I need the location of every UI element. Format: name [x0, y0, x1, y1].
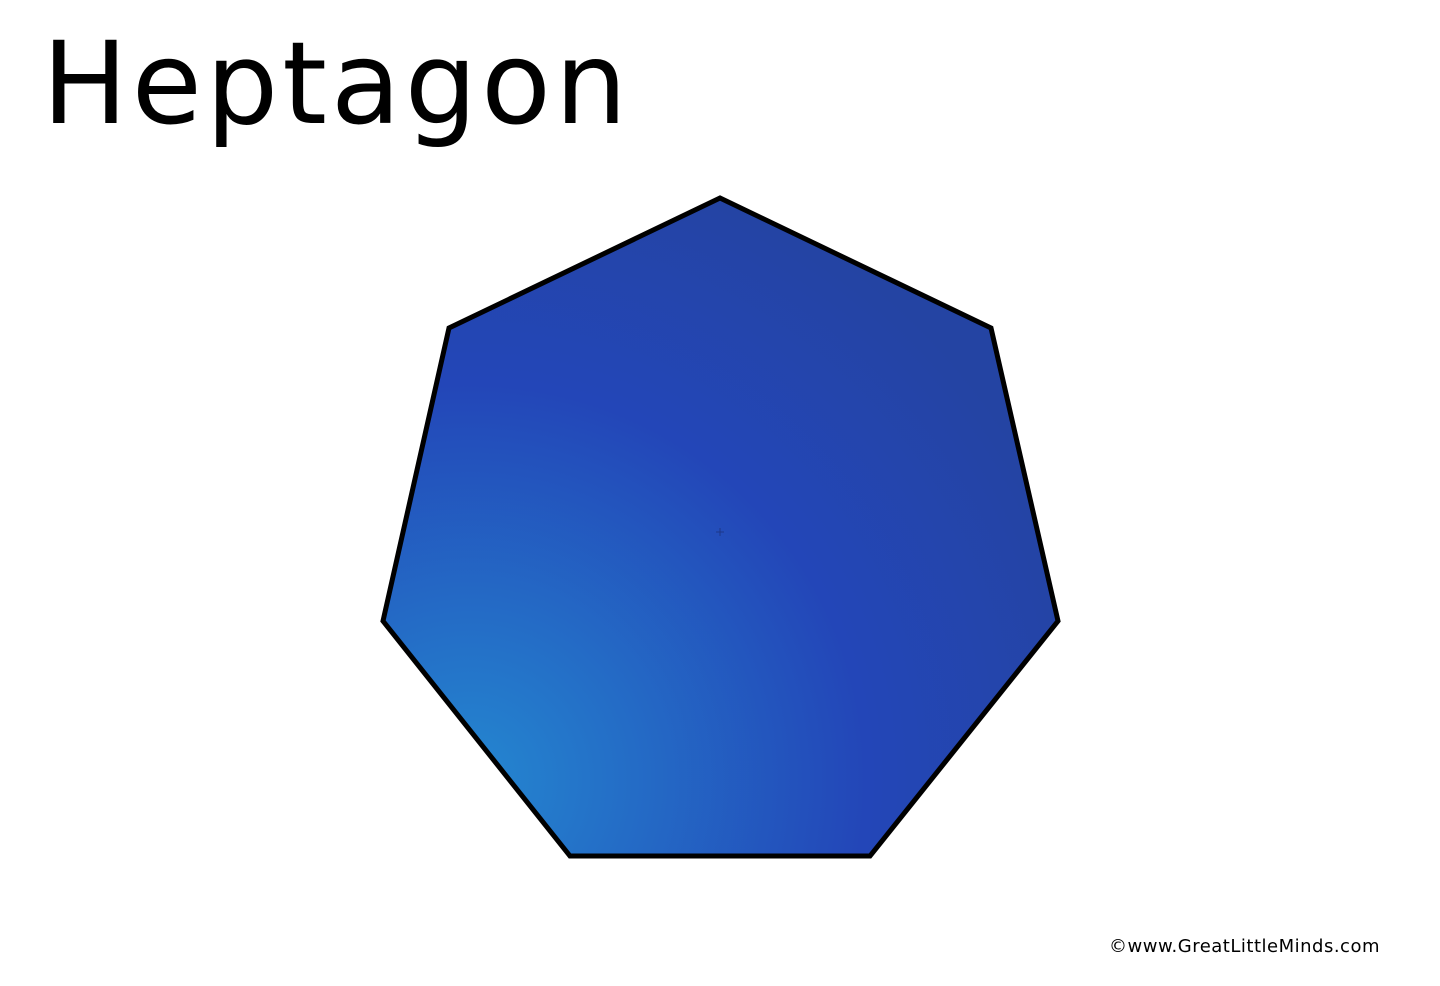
- page-title: Heptagon: [42, 17, 632, 150]
- copyright-text: ©www.GreatLittleMinds.com: [1109, 936, 1380, 957]
- center-crosshair-mark: [716, 528, 724, 536]
- heptagon-shape: [380, 195, 1061, 859]
